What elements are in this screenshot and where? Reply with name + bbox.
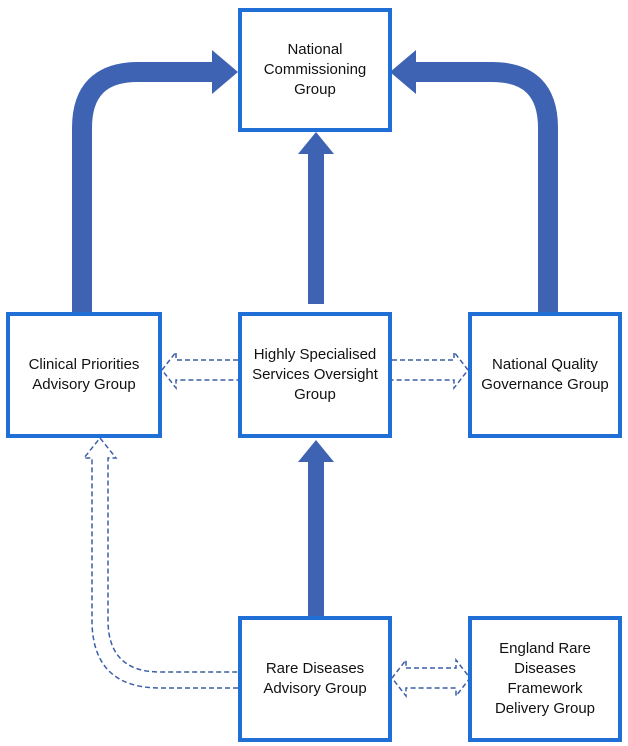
node-label: Clinical Priorities Advisory Group — [28, 356, 140, 393]
node-rare-diseases-advisory-group: Rare Diseases Advisory Group — [238, 616, 392, 742]
node-label: Highly Specialised Services Oversight Gr… — [252, 346, 378, 403]
node-label: National Quality Governance Group — [481, 356, 609, 393]
arrow-quality-to-national-commissioning — [390, 50, 558, 312]
dashed-arrow-rare-to-clinical — [82, 436, 238, 689]
dashed-arrow-oversight-to-quality — [392, 349, 469, 391]
node-national-quality-governance-group: National Quality Governance Group — [468, 312, 622, 438]
arrow-rare-to-oversight — [298, 440, 334, 616]
node-highly-specialised-services-oversight-group: Highly Specialised Services Oversight Gr… — [238, 312, 392, 438]
node-label: England Rare Diseases Framework Delivery… — [494, 640, 596, 717]
node-clinical-priorities-advisory-group: Clinical Priorities Advisory Group — [6, 312, 162, 438]
node-national-commissioning-group: National Commissioning Group — [238, 8, 392, 132]
arrow-oversight-to-national-commissioning — [298, 132, 334, 304]
dashed-arrow-oversight-to-clinical — [161, 349, 238, 391]
node-label: National Commissioning Group — [263, 41, 367, 98]
dashed-arrow-rare-to-england — [391, 657, 471, 699]
arrow-clinical-to-national-commissioning — [72, 50, 238, 312]
node-england-rare-diseases-framework-delivery-group: England Rare Diseases Framework Delivery… — [468, 616, 622, 742]
node-label: Rare Diseases Advisory Group — [263, 660, 367, 697]
